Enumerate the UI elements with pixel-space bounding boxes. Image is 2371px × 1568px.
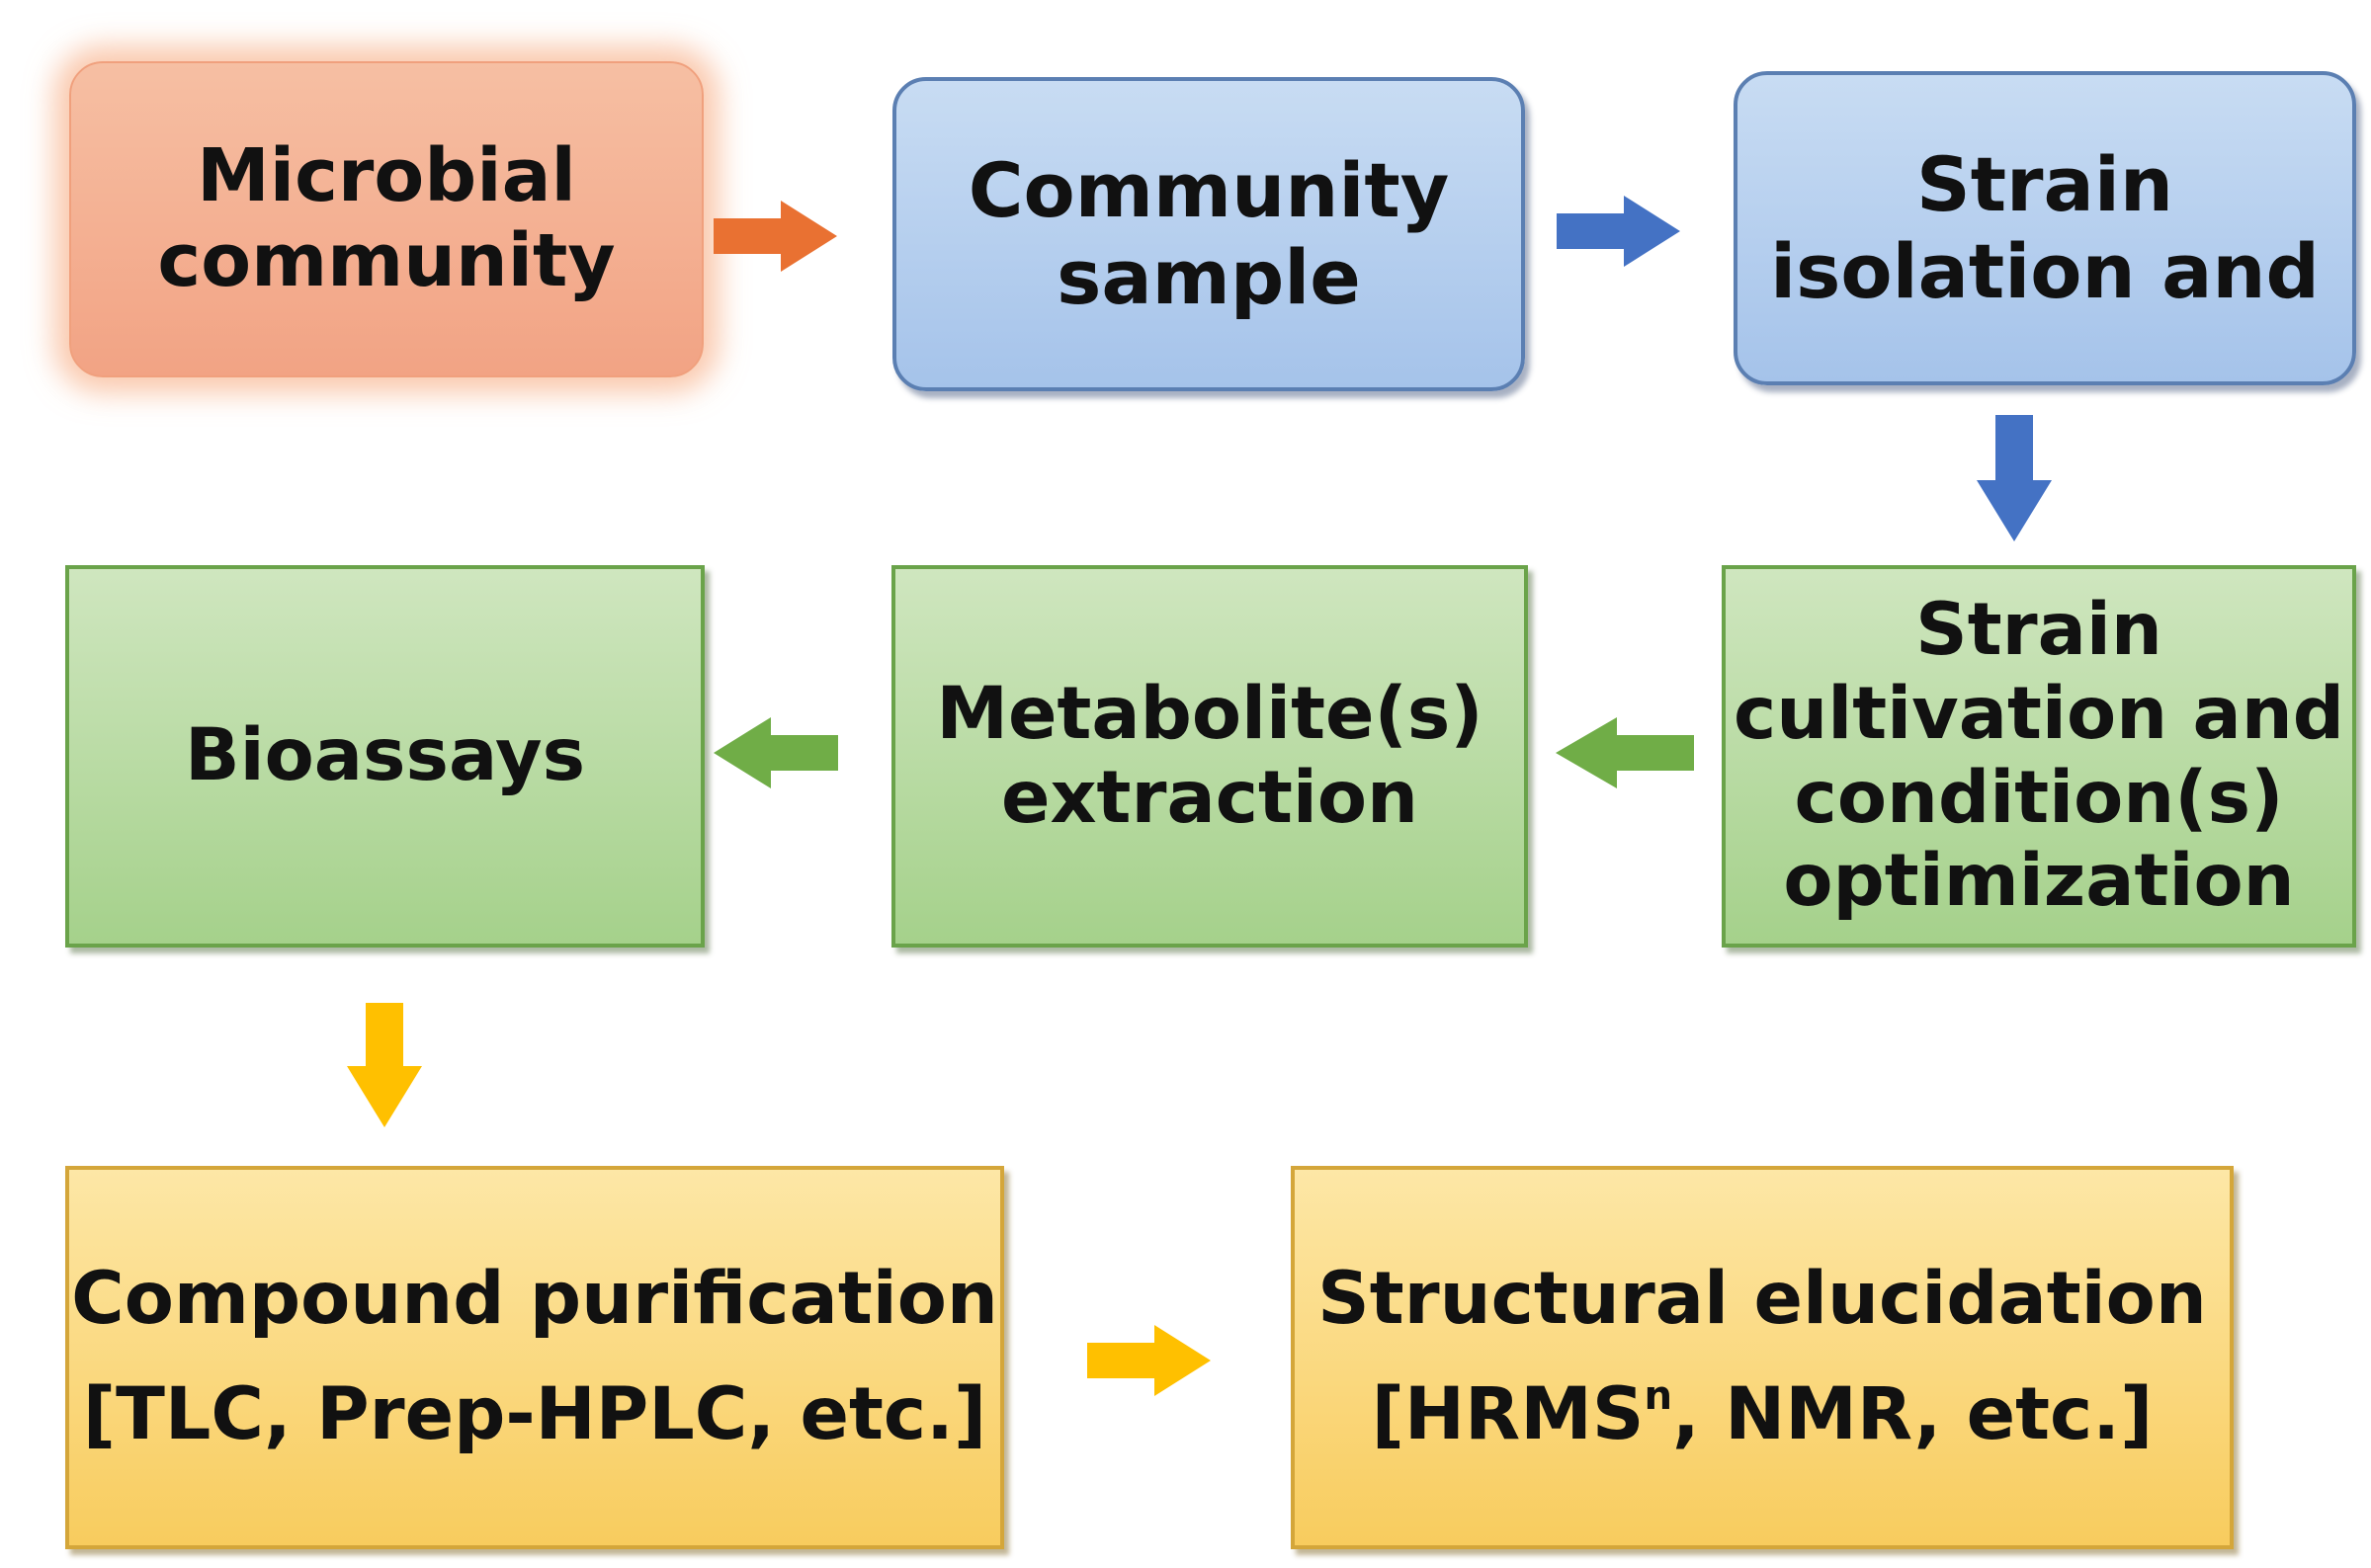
compound-purification-title: Compound purification (71, 1257, 998, 1342)
arrow-right-orange (714, 201, 837, 272)
arrow-right-blue-shape (1557, 196, 1680, 267)
strain-isolation-box: Strain isolation and (1734, 71, 2356, 385)
strain-cultivation-line-1: Strain (1915, 588, 2162, 673)
microbial-community-line-2: community (157, 218, 616, 303)
microbial-community-line-1: Microbial (197, 133, 576, 219)
arrow-left-green-2 (1556, 717, 1694, 788)
strain-cultivation-line-3: condition(s) (1794, 755, 2284, 840)
bioassays-label: Bioassays (184, 713, 586, 798)
arrow-left-green-1 (714, 717, 838, 788)
compound-purification-methods: [TLC, Prep-HPLC, etc.] (82, 1372, 987, 1456)
metabolite-extraction-line-2: extraction (1000, 755, 1419, 840)
structural-elucidation-methods-pre: [HRMS (1371, 1372, 1645, 1456)
arrow-down-blue-shape (1977, 415, 2052, 541)
arrow-right-orange-shape (714, 201, 837, 272)
structural-elucidation-methods: [HRMSn, NMR, etc.] (1317, 1358, 2207, 1473)
arrow-down-blue (1977, 415, 2052, 541)
arrow-right-blue (1557, 196, 1680, 267)
strain-isolation-line-1: Strain (1915, 139, 2173, 228)
structural-elucidation-title: Structural elucidation (1317, 1257, 2207, 1342)
strain-isolation-line-2: isolation and (1770, 227, 2320, 315)
structural-elucidation-superscript: n (1644, 1372, 1673, 1419)
arrow-left-green-1-shape (714, 717, 838, 788)
arrow-right-yellow (1087, 1325, 1211, 1396)
structural-elucidation-methods-post: , NMR, etc.] (1672, 1372, 2154, 1456)
arrow-down-yellow-shape (347, 1003, 422, 1127)
metabolite-extraction-box: Metabolite(s) extraction (891, 565, 1528, 948)
community-sample-line-2: sample (1057, 233, 1361, 321)
arrow-left-green-2-shape (1556, 717, 1694, 788)
arrow-down-yellow (347, 1003, 422, 1127)
community-sample-line-1: Community (968, 145, 1450, 234)
microbial-community-box: Microbial community (69, 61, 704, 377)
strain-cultivation-line-2: cultivation and (1734, 671, 2344, 756)
arrow-right-yellow-shape (1087, 1325, 1211, 1396)
bioassays-box: Bioassays (65, 565, 705, 948)
metabolite-extraction-line-1: Metabolite(s) (936, 671, 1483, 756)
community-sample-box: Community sample (892, 77, 1525, 391)
strain-cultivation-box: Strain cultivation and condition(s) opti… (1722, 565, 2356, 948)
structural-elucidation-box: Structural elucidation [HRMSn, NMR, etc.… (1291, 1166, 2234, 1549)
compound-purification-box: Compound purification [TLC, Prep-HPLC, e… (65, 1166, 1004, 1549)
strain-cultivation-line-4: optimization (1783, 839, 2295, 924)
